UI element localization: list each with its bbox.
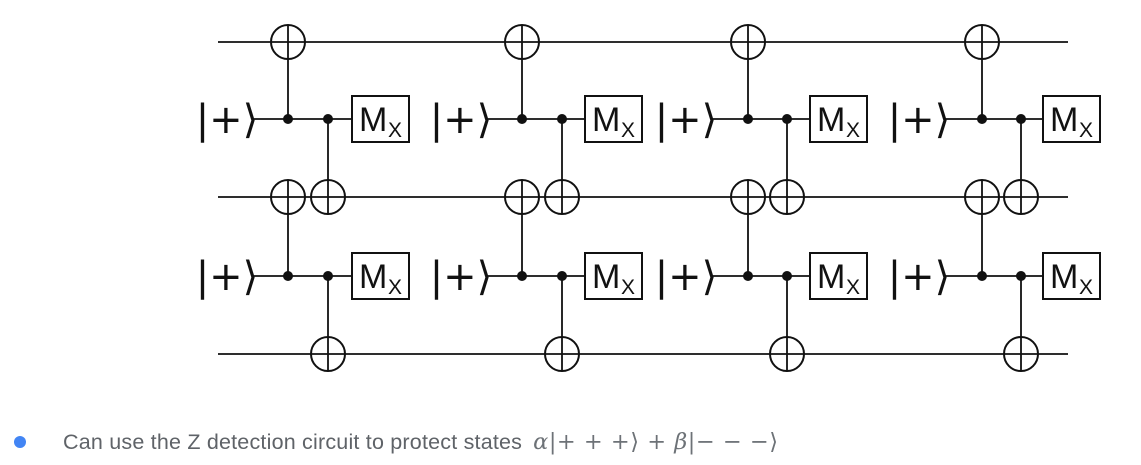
measurement-box (351, 252, 410, 300)
control-dot (1016, 114, 1026, 124)
control-dot (782, 114, 792, 124)
bullet-item: Can use the Z detection circuit to prote… (14, 429, 778, 455)
bullet-math-expression: α|+ + +⟩ + β|− − −⟩ (533, 429, 778, 455)
measurement-label: M (359, 258, 387, 296)
control-dot (977, 114, 987, 124)
cnot-target-icon (504, 179, 540, 215)
ket-plus-label: |+⟩ (888, 254, 951, 300)
math-coefficient: α (533, 429, 549, 455)
control-dot (557, 114, 567, 124)
measurement-label: M (592, 258, 620, 296)
measurement-subscript: X (388, 276, 402, 299)
measurement-subscript: X (1079, 276, 1093, 299)
cnot-target-icon (769, 179, 805, 215)
control-dot (283, 271, 293, 281)
measurement-subscript: X (1079, 119, 1093, 142)
measurement-box (809, 252, 868, 300)
cnot-target-icon (310, 179, 346, 215)
cnot-target-icon (270, 179, 306, 215)
measurement-subscript: X (621, 119, 635, 142)
ket-plus-label: |+⟩ (888, 97, 951, 143)
cnot-target-icon (730, 179, 766, 215)
ket-plus-label: |+⟩ (430, 254, 493, 300)
ket-plus-label: |+⟩ (196, 97, 259, 143)
bullet-marker (14, 436, 26, 448)
control-dot (743, 271, 753, 281)
control-dot (283, 114, 293, 124)
cnot-target-icon (730, 24, 766, 60)
control-dot (323, 114, 333, 124)
cnot-target-icon (769, 336, 805, 372)
ket-plus-label: |+⟩ (655, 254, 718, 300)
measurement-label: M (817, 258, 845, 296)
measurement-box (1042, 95, 1101, 143)
cnot-target-icon (1003, 336, 1039, 372)
cnot-target-icon (544, 179, 580, 215)
ket-plus-label: |+⟩ (196, 254, 259, 300)
measurement-label: M (592, 101, 620, 139)
bullet-text: Can use the Z detection circuit to prote… (63, 429, 523, 454)
control-dot (557, 271, 567, 281)
control-dot (977, 271, 987, 281)
control-dot (782, 271, 792, 281)
math-ket-text: |+ + +⟩ + (548, 429, 675, 455)
cnot-target-icon (270, 24, 306, 60)
measurement-box (584, 252, 643, 300)
measurement-subscript: X (388, 119, 402, 142)
ket-plus-label: |+⟩ (430, 97, 493, 143)
control-dot (743, 114, 753, 124)
math-ket-text: |− − −⟩ (687, 429, 779, 455)
measurement-box (1042, 252, 1101, 300)
cnot-target-icon (1003, 179, 1039, 215)
math-coefficient: β (674, 429, 688, 455)
measurement-label: M (1050, 258, 1078, 296)
cnot-target-icon (504, 24, 540, 60)
measurement-box (351, 95, 410, 143)
measurement-box (809, 95, 868, 143)
measurement-subscript: X (621, 276, 635, 299)
cnot-target-icon (964, 24, 1000, 60)
cnot-target-icon (964, 179, 1000, 215)
measurement-subscript: X (846, 276, 860, 299)
ket-plus-label: |+⟩ (655, 97, 718, 143)
measurement-box (584, 95, 643, 143)
cnot-target-icon (544, 336, 580, 372)
control-dot (323, 271, 333, 281)
measurement-subscript: X (846, 119, 860, 142)
control-dot (517, 271, 527, 281)
control-dot (1016, 271, 1026, 281)
measurement-label: M (359, 101, 387, 139)
measurement-label: M (817, 101, 845, 139)
cnot-target-icon (310, 336, 346, 372)
measurement-label: M (1050, 101, 1078, 139)
control-dot (517, 114, 527, 124)
